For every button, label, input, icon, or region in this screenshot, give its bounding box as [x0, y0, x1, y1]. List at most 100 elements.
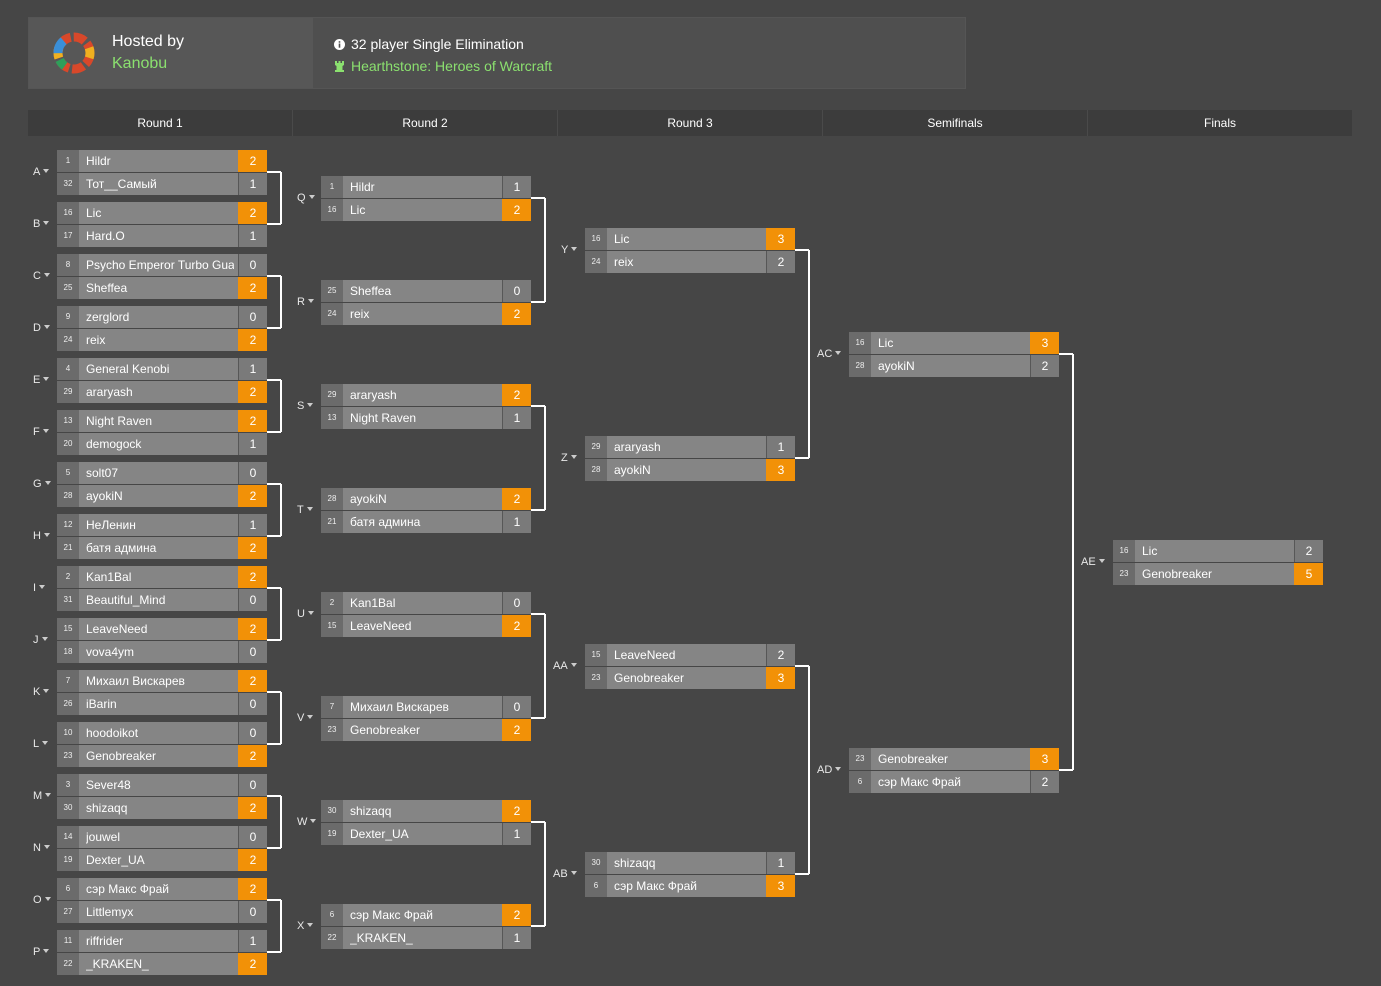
participant-name[interactable]: Lic	[614, 232, 630, 246]
participant-name[interactable]: LeaveNeed	[614, 648, 676, 662]
participant-name[interactable]: сэр Макс Фрай	[86, 882, 169, 896]
participant-name[interactable]: НеЛенин	[86, 518, 136, 532]
participant-name[interactable]: Genobreaker	[878, 752, 949, 766]
participant-name[interactable]: Genobreaker	[614, 671, 685, 685]
match-identifier[interactable]: I	[33, 582, 46, 594]
participant-name[interactable]: shizaqq	[86, 801, 128, 815]
participant-name[interactable]: Kan1Bal	[350, 596, 396, 610]
participant-name[interactable]: Hildr	[86, 154, 111, 168]
participant-name[interactable]: Sever48	[86, 778, 131, 792]
match-identifier[interactable]: Z	[561, 452, 577, 464]
match-identifier[interactable]: Y	[561, 244, 578, 256]
match-identifier[interactable]: S	[297, 400, 314, 412]
match-identifier[interactable]: L	[33, 738, 49, 750]
match-identifier[interactable]: F	[33, 426, 49, 438]
match-identifier[interactable]: K	[33, 686, 50, 698]
participant-name[interactable]: Sheffea	[350, 284, 392, 298]
participant-name[interactable]: Lic	[1142, 544, 1158, 558]
participant-name[interactable]: Genobreaker	[86, 749, 157, 763]
participant-name[interactable]: ayokiN	[86, 489, 123, 503]
match-identifier[interactable]: V	[297, 712, 314, 724]
participant-name[interactable]: reix	[614, 255, 634, 269]
participant-name[interactable]: Genobreaker	[1142, 567, 1213, 581]
participant-name[interactable]: iBarin	[86, 697, 117, 711]
participant-name[interactable]: Lic	[878, 336, 894, 350]
match-identifier[interactable]: AE	[1081, 556, 1105, 568]
participant-name[interactable]: ayokiN	[614, 463, 651, 477]
match-identifier[interactable]: W	[297, 816, 317, 828]
match-identifier[interactable]: P	[33, 946, 50, 958]
participant-name[interactable]: hoodoikot	[86, 726, 139, 740]
participant-name[interactable]: Beautiful_Mind	[86, 593, 166, 607]
game-link[interactable]: Hearthstone: Heroes of Warcraft	[351, 58, 553, 74]
participant-name[interactable]: Dexter_UA	[86, 853, 145, 867]
participant-name[interactable]: ayokiN	[878, 359, 915, 373]
participant-name[interactable]: LeaveNeed	[350, 619, 412, 633]
participant-name[interactable]: батя админа	[350, 515, 421, 529]
participant-name[interactable]: Dexter_UA	[350, 827, 409, 841]
participant-name[interactable]: Hildr	[350, 180, 375, 194]
match-identifier[interactable]: M	[33, 790, 52, 802]
match-identifier[interactable]: G	[33, 478, 51, 490]
participant-name[interactable]: Night Raven	[86, 414, 153, 428]
participant-name[interactable]: Тот__Самый	[86, 177, 157, 191]
participant-name[interactable]: vova4ym	[86, 645, 135, 659]
participant-name[interactable]: LeaveNeed	[86, 622, 148, 636]
participant-name[interactable]: solt07	[86, 466, 119, 480]
match-identifier[interactable]: AC	[817, 348, 842, 360]
participant-name[interactable]: zerglord	[86, 310, 130, 324]
match-identifier[interactable]: U	[297, 608, 314, 620]
participant-name[interactable]: araryash	[350, 388, 397, 402]
participant-name[interactable]: reix	[86, 333, 106, 347]
participant-row[interactable]: 22_KRAKEN_2	[57, 953, 267, 975]
match-identifier[interactable]: A	[33, 166, 50, 178]
